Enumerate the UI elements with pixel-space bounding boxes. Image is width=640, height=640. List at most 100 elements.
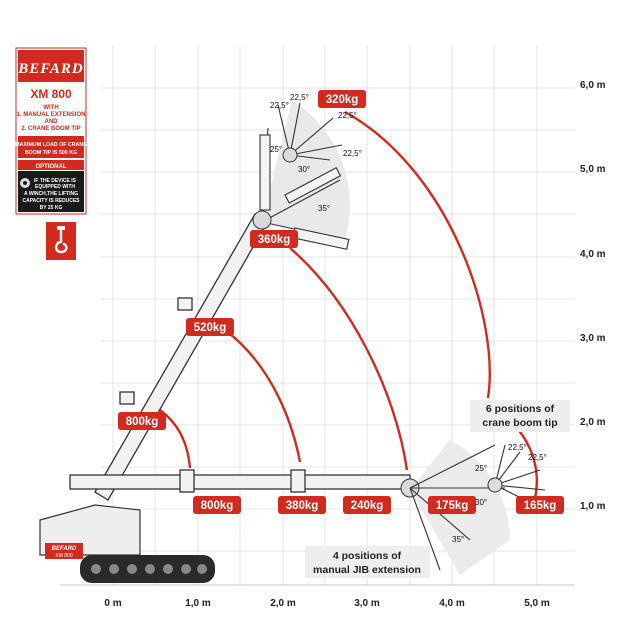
note-boom-tip: 6 positions of crane boom tip bbox=[470, 400, 570, 432]
winch-note-5: BY 25 KG bbox=[40, 205, 63, 211]
load-520kg: 520kg bbox=[194, 322, 227, 334]
crane-hook-icon bbox=[46, 222, 76, 260]
angle-right-a: 22,5° bbox=[508, 443, 527, 452]
max-load-box bbox=[18, 136, 84, 158]
top-tip-line-3 bbox=[289, 117, 334, 156]
load-800kg-horiz: 800kg bbox=[201, 500, 234, 512]
max-load-line-1: MAXIMUM LOAD OF CRANE bbox=[15, 142, 87, 148]
arc-360kg bbox=[289, 247, 409, 471]
angle-top-30: 30° bbox=[298, 165, 310, 174]
angle-right-25: 25° bbox=[475, 464, 487, 473]
load-badges: 320kg 360kg 520kg 800kg 800kg 380kg 240k… bbox=[118, 90, 564, 514]
angle-right-b: 22,5° bbox=[528, 453, 547, 462]
right-tip-line-3 bbox=[494, 469, 541, 486]
x-tick-4: 4,0 m bbox=[439, 598, 465, 609]
badge-360kg bbox=[250, 230, 298, 248]
boom-head-pivot bbox=[252, 210, 272, 230]
y-tick-6: 6,0 m bbox=[580, 80, 606, 91]
top-jib-2 bbox=[261, 179, 341, 223]
load-800kg-boom: 800kg bbox=[126, 416, 159, 428]
right-tip-line-4 bbox=[494, 484, 546, 491]
machine-base: BEFARD XM 800 bbox=[39, 504, 215, 583]
load-360kg: 360kg bbox=[258, 234, 291, 246]
x-tick-1: 1,0 m bbox=[185, 598, 211, 609]
horizontal-boom bbox=[69, 469, 420, 498]
note-jib-line-1: 4 positions of bbox=[333, 550, 402, 562]
reach-arcs bbox=[159, 110, 539, 499]
machine-label bbox=[45, 543, 83, 559]
x-tick-2: 2,0 m bbox=[270, 598, 296, 609]
arc-520kg bbox=[224, 329, 302, 463]
y-tick-5: 5,0 m bbox=[580, 164, 606, 175]
y-axis-ticks: 1,0 m 2,0 m 3,0 m 4,0 m 5,0 m 6,0 m bbox=[580, 80, 606, 512]
angle-top-b: 22,5° bbox=[270, 101, 289, 110]
y-tick-2: 2,0 m bbox=[580, 417, 606, 428]
right-jib-1 bbox=[409, 444, 496, 489]
boom-joint-lower bbox=[119, 391, 135, 405]
badge-165kg bbox=[516, 496, 564, 514]
note-jib-line-2: manual JIB extension bbox=[313, 564, 421, 576]
y-tick-3: 3,0 m bbox=[580, 333, 606, 344]
top-tip-pivot bbox=[282, 147, 298, 163]
note-boom-tip-line-1: 6 positions of bbox=[486, 403, 555, 415]
optional-label: OPTIONAL bbox=[36, 164, 67, 170]
logo-box bbox=[18, 50, 84, 82]
main-boom bbox=[94, 210, 272, 501]
winch-note-4: CAPACITY IS REDUCES bbox=[22, 198, 80, 204]
x-tick-3: 3,0 m bbox=[354, 598, 380, 609]
angle-top-c: 22,5° bbox=[338, 111, 357, 120]
winch-icon bbox=[20, 178, 30, 188]
top-tip-line-2 bbox=[289, 102, 301, 156]
badge-320kg bbox=[318, 90, 366, 108]
badge-800kg-horiz bbox=[193, 496, 241, 514]
y-tick-1: 1,0 m bbox=[580, 501, 606, 512]
machine-label-model: XM 800 bbox=[55, 553, 72, 559]
x-axis-ticks: 0 m 1,0 m 2,0 m 3,0 m 4,0 m 5,0 m bbox=[104, 598, 550, 609]
winch-note-3: A WINCH,THE LIFTING bbox=[24, 191, 78, 197]
top-sweep-area bbox=[262, 100, 350, 240]
top-tip-line-4 bbox=[289, 144, 343, 156]
winch-note-1: IF THE DEVICE IS bbox=[34, 178, 77, 184]
note-boom-tip-line-2: crane boom tip bbox=[482, 417, 557, 429]
badge-520kg bbox=[186, 318, 234, 336]
angle-right-30: 30° bbox=[475, 498, 487, 507]
brand-sub-2: 1. MANUAL EXTENSION bbox=[17, 112, 86, 118]
y-tick-4: 4,0 m bbox=[580, 249, 606, 260]
horiz-joint-1 bbox=[179, 469, 195, 493]
badge-240kg bbox=[343, 496, 391, 514]
right-tip-pivot bbox=[487, 477, 503, 493]
angle-top-a: 22,5° bbox=[290, 93, 309, 102]
badge-175kg bbox=[428, 496, 476, 514]
right-jib-4 bbox=[409, 487, 441, 571]
horizontal-boom-bar bbox=[69, 474, 411, 490]
winch-note-2: EQUIPPED WITH bbox=[35, 184, 75, 190]
horiz-joint-2 bbox=[290, 469, 306, 493]
badge-380kg bbox=[278, 496, 326, 514]
top-jib-positions bbox=[259, 127, 350, 250]
machine-label-brand: BEFARD bbox=[52, 546, 77, 552]
top-boom-tip-fan bbox=[277, 102, 343, 163]
load-175kg: 175kg bbox=[436, 500, 469, 512]
boom-joint-upper bbox=[177, 297, 193, 311]
x-tick-0: 0 m bbox=[104, 598, 121, 609]
optional-box bbox=[18, 160, 84, 170]
top-jib-bar-2 bbox=[284, 167, 342, 204]
load-165kg: 165kg bbox=[524, 500, 557, 512]
load-380kg: 380kg bbox=[286, 500, 319, 512]
angle-top-d: 22,5° bbox=[343, 149, 362, 158]
top-tip-line-1 bbox=[277, 104, 291, 156]
angle-right-35: 35° bbox=[452, 535, 464, 544]
max-load-line-2: BOOM TIP IS 500 KG bbox=[25, 150, 77, 156]
angle-top-35: 35° bbox=[318, 204, 330, 213]
angle-top-25: 25° bbox=[270, 145, 282, 154]
x-tick-5: 5,0 m bbox=[524, 598, 550, 609]
note-jib-box bbox=[305, 546, 430, 578]
arc-320kg bbox=[344, 110, 491, 399]
brand-sub-4: 2. CRANE BOOM TIP bbox=[21, 126, 80, 132]
arc-320kg-lower bbox=[516, 427, 539, 499]
brand-panel: BEFARD XM 800 WITH 1. MANUAL EXTENSION A… bbox=[15, 47, 87, 215]
load-320kg: 320kg bbox=[326, 94, 359, 106]
top-jib-bar-3 bbox=[259, 134, 271, 211]
badge-800kg-boom bbox=[118, 412, 166, 430]
